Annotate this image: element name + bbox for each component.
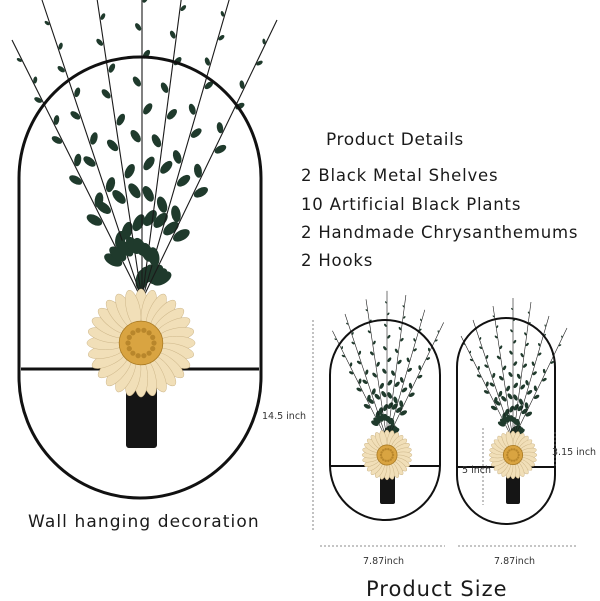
detail-item-hooks: 2 Hooks <box>301 251 374 270</box>
detail-item-plants: 10 Artificial Black Plants <box>301 195 522 214</box>
small-vase-right <box>506 472 520 504</box>
large-frame <box>17 55 263 500</box>
product-details-title: Product Details <box>326 130 464 150</box>
caption-wall-hanging: Wall hanging decoration <box>28 512 260 532</box>
dimension-lines <box>312 320 578 547</box>
chrysanthemums <box>86 288 538 481</box>
small-frame-left <box>329 319 441 521</box>
detail-item-shelves: 2 Black Metal Shelves <box>301 166 499 185</box>
dim-shelf-label: 3.15 inch <box>552 447 597 458</box>
eucalyptus-plants <box>11 0 568 441</box>
large-vase <box>126 380 157 448</box>
detail-item-flowers: 2 Handmade Chrysanthemums <box>301 223 579 242</box>
dim-width-right-label: 7.87inch <box>494 556 536 567</box>
dim-width-left-label: 7.87inch <box>363 556 405 567</box>
product-size-title: Product Size <box>366 577 508 601</box>
dim-height-label: 14.5 inch <box>262 411 307 422</box>
dim-vase-label: 5 inch <box>462 465 491 476</box>
small-frame-right <box>456 317 556 525</box>
